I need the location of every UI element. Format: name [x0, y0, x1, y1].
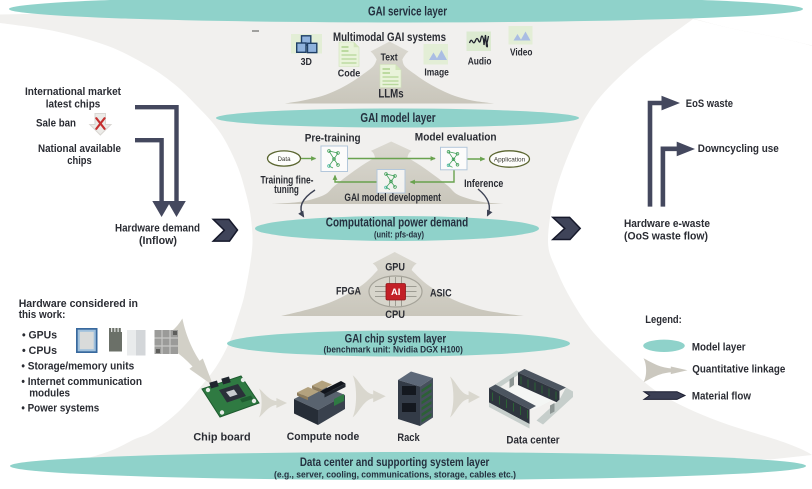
svg-text:• Storage/memory units: • Storage/memory units [21, 360, 134, 372]
svg-text:Pre-training: Pre-training [305, 132, 361, 144]
svg-text:chips: chips [67, 155, 92, 167]
svg-text:Data center and supporting sys: Data center and supporting system layer [300, 455, 490, 469]
svg-text:(unit: pfs-day): (unit: pfs-day) [374, 229, 424, 239]
svg-text:FPGA: FPGA [336, 286, 361, 298]
svg-text:Text: Text [381, 53, 398, 64]
svg-text:GAI chip system layer: GAI chip system layer [345, 331, 447, 345]
svg-text:Material flow: Material flow [692, 391, 751, 403]
svg-text:International market: International market [25, 86, 121, 98]
svg-text:Training fine-: Training fine- [261, 175, 314, 187]
svg-text:Sale ban: Sale ban [36, 117, 76, 129]
svg-text:National available: National available [38, 143, 121, 155]
svg-text:Model layer: Model layer [692, 341, 746, 353]
svg-text:GAI model development: GAI model development [344, 192, 441, 204]
svg-text:Model evaluation: Model evaluation [415, 132, 497, 144]
svg-text:this work:: this work: [19, 309, 66, 321]
svg-text:• CPUs: • CPUs [22, 345, 57, 357]
svg-text:CPU: CPU [385, 309, 405, 321]
svg-text:Audio: Audio [468, 57, 492, 68]
svg-text:AI: AI [391, 287, 401, 298]
svg-text:• Internet communication: • Internet communication [21, 376, 142, 388]
svg-text:Rack: Rack [397, 432, 420, 444]
svg-text:Compute node: Compute node [287, 431, 359, 443]
svg-text:Hardware considered in: Hardware considered in [19, 298, 138, 310]
svg-text:Inference: Inference [464, 178, 503, 190]
svg-text:GAI service layer: GAI service layer [368, 4, 447, 19]
svg-text:Video: Video [510, 47, 533, 58]
svg-text:Data center: Data center [506, 435, 560, 447]
svg-text:modules: modules [29, 387, 70, 399]
svg-text:tuning: tuning [274, 184, 299, 196]
svg-text:GPU: GPU [385, 262, 405, 274]
svg-text:Hardware e-waste: Hardware e-waste [624, 218, 710, 230]
svg-text:Computational power demand: Computational power demand [326, 214, 468, 229]
svg-text:Application: Application [494, 157, 526, 164]
svg-text:latest chips: latest chips [46, 99, 101, 111]
svg-text:• Power systems: • Power systems [21, 403, 99, 415]
svg-text:(benchmark unit: Nvidia DGX H1: (benchmark unit: Nvidia DGX H100) [324, 344, 463, 354]
svg-text:EoS waste: EoS waste [686, 98, 733, 110]
svg-text:Multimodal GAI systems: Multimodal GAI systems [333, 31, 446, 44]
svg-text:Code: Code [338, 69, 361, 80]
svg-text:3D: 3D [301, 57, 312, 68]
svg-text:GAI model layer: GAI model layer [360, 110, 435, 125]
svg-text:Quantitative linkage: Quantitative linkage [692, 363, 785, 375]
svg-text:(e.g., server, cooling, commun: (e.g., server, cooling, communications, … [274, 469, 516, 479]
svg-text:Chip board: Chip board [193, 431, 250, 443]
svg-text:Data: Data [277, 156, 291, 163]
svg-text:Downcycling use: Downcycling use [698, 143, 779, 155]
svg-text:Legend:: Legend: [645, 314, 682, 326]
svg-text:(Inflow): (Inflow) [139, 235, 177, 247]
svg-text:Hardware demand: Hardware demand [115, 223, 200, 235]
svg-text:• GPUs: • GPUs [22, 329, 57, 341]
svg-text:LLMs: LLMs [378, 87, 403, 100]
svg-text:ASIC: ASIC [430, 287, 452, 299]
svg-text:(OoS waste flow): (OoS waste flow) [624, 231, 708, 243]
svg-text:Image: Image [424, 67, 449, 78]
